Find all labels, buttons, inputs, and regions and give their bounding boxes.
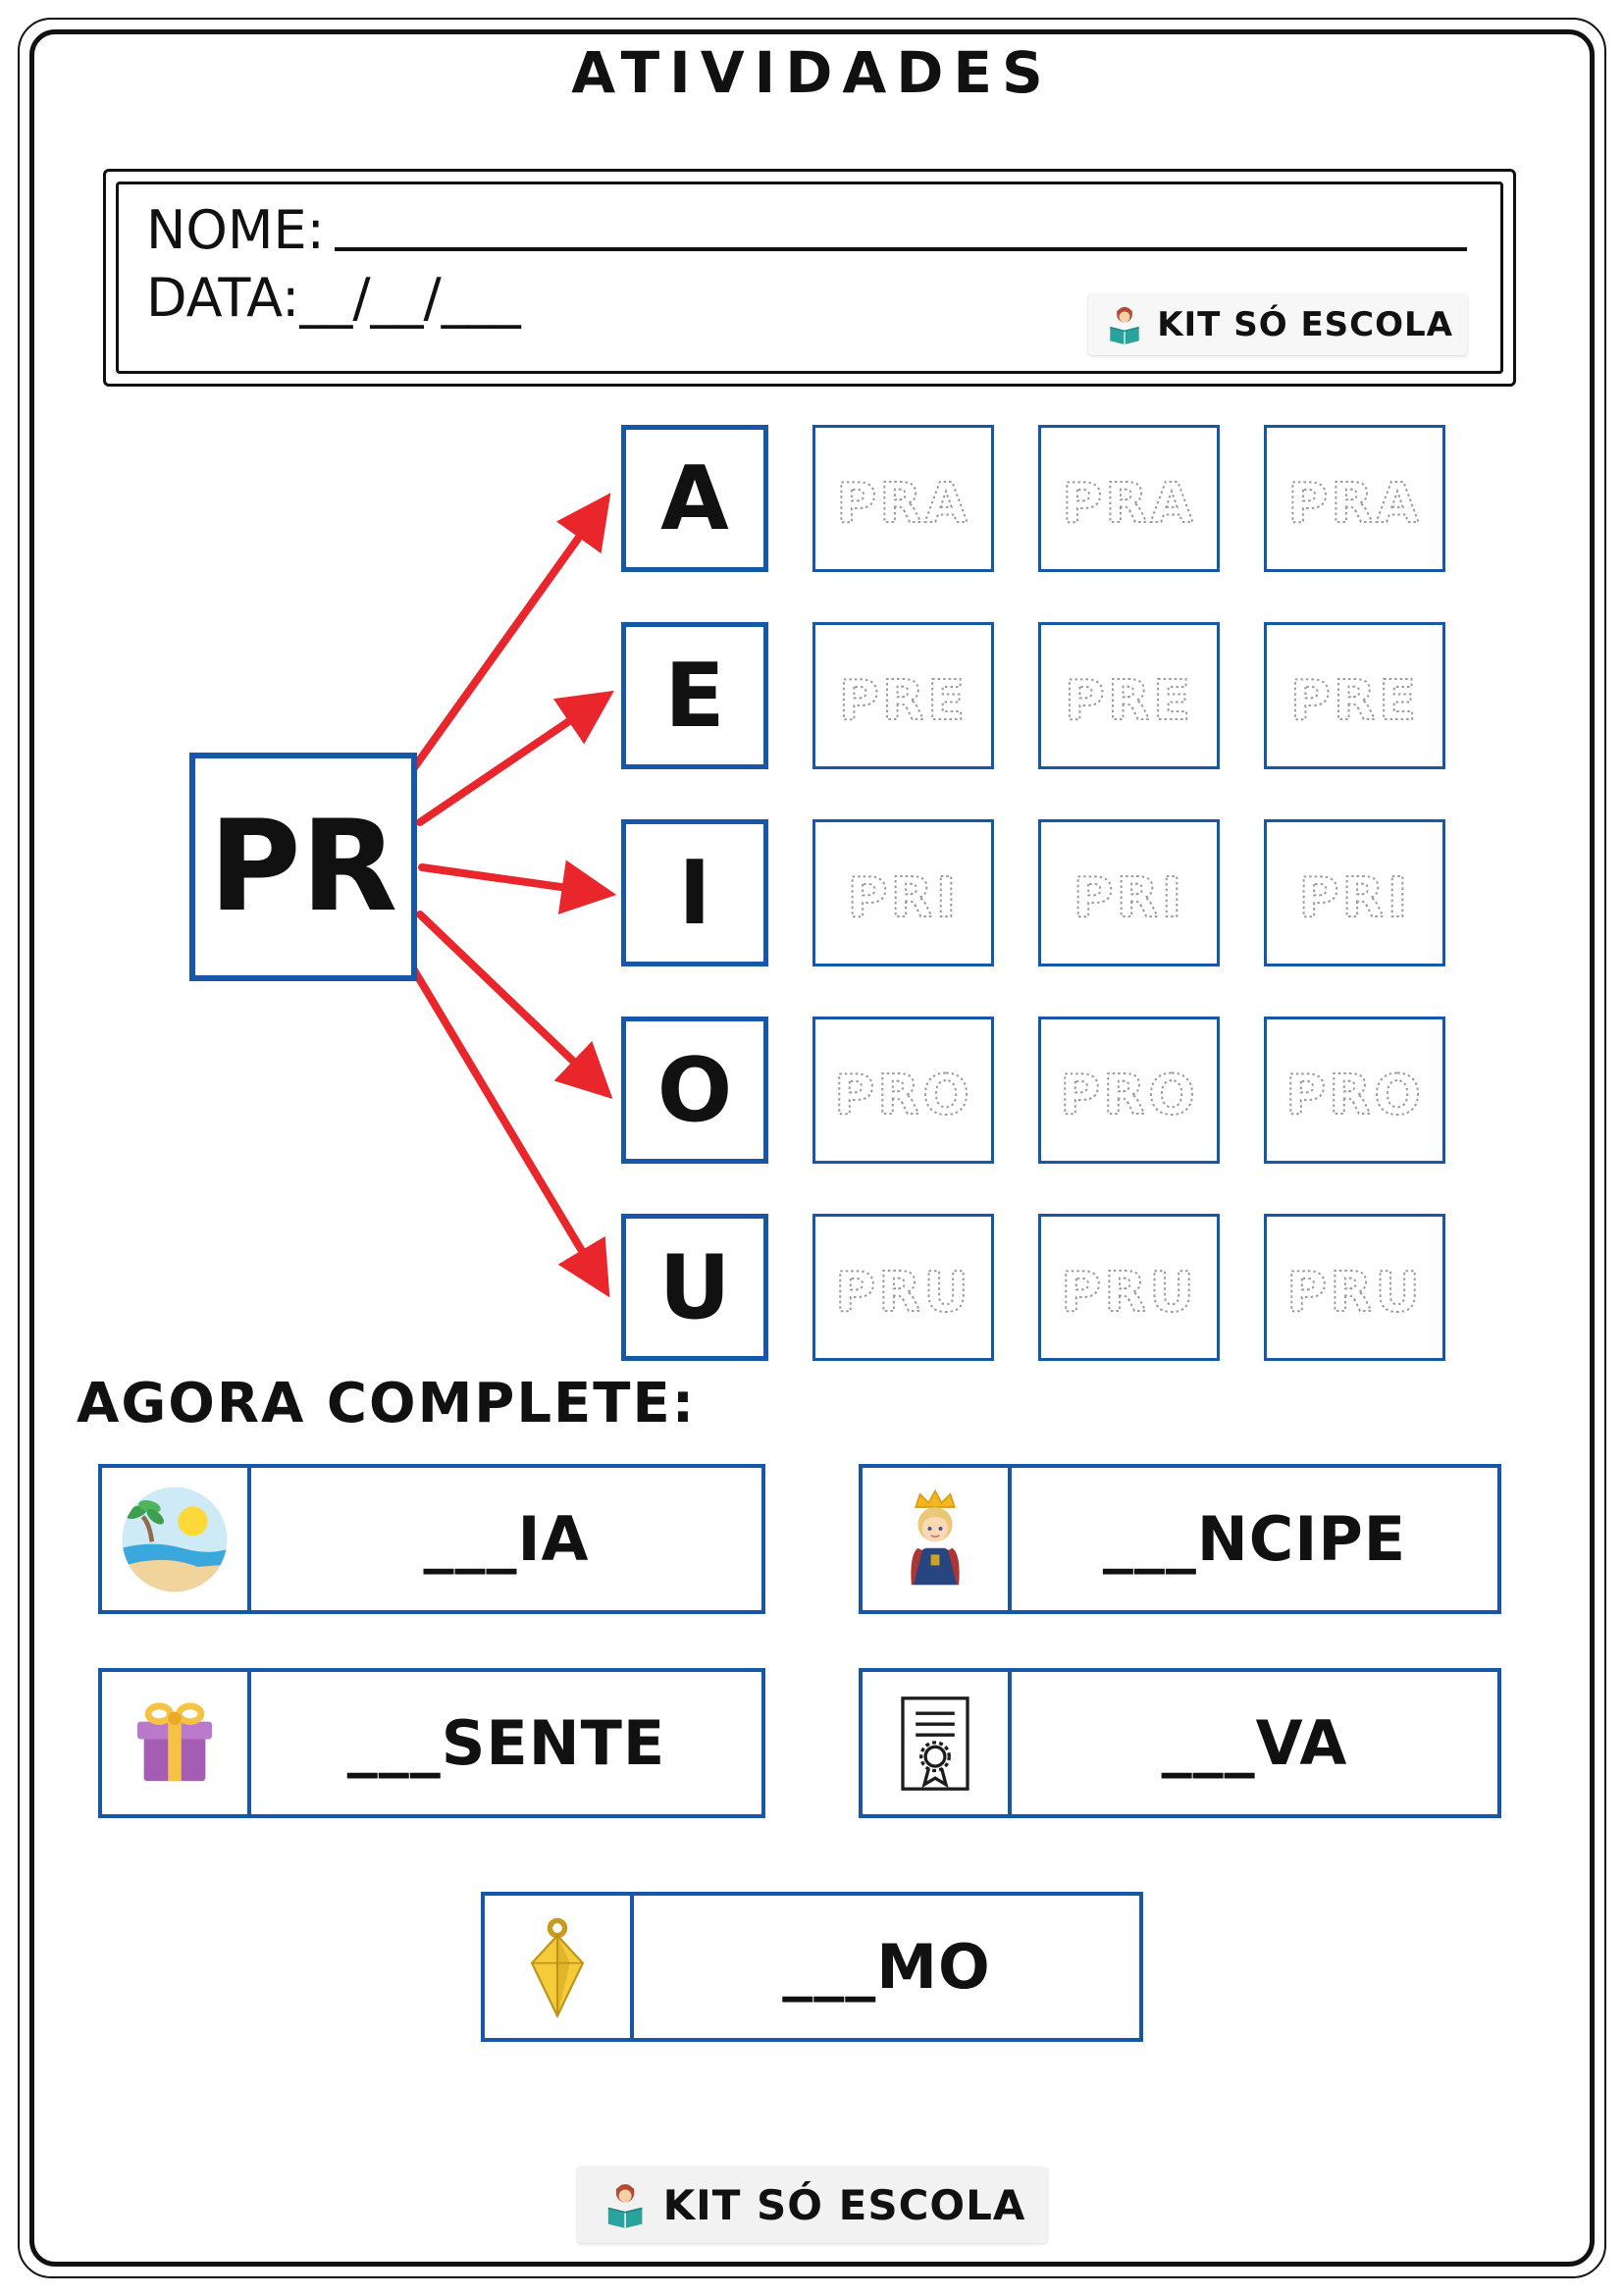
answer-blank[interactable]: ___SENTE [346, 1707, 666, 1779]
prince-icon [863, 1468, 1012, 1610]
syllable-grid: A PRA PRA PRA E PRE PRE PRE I PRI PRI PR… [621, 425, 1445, 1361]
complete-item: ___SENTE [98, 1668, 765, 1818]
vowel-box-a: A [621, 425, 768, 572]
trace-syllable: PRE [839, 669, 968, 733]
trace-syllable: PRA [836, 472, 970, 536]
date-row[interactable]: DATA:__/__/___ [146, 267, 1473, 329]
name-row: NOME: [146, 198, 1473, 261]
trace-box[interactable]: PRA [1264, 425, 1445, 572]
gift-icon [102, 1672, 251, 1814]
arrow-to-e [416, 690, 614, 826]
kid-reading-book-icon [599, 2176, 652, 2233]
trace-syllable: PRI [1299, 866, 1411, 930]
trace-syllable: PRI [848, 866, 960, 930]
vowel-label: A [660, 446, 729, 550]
trace-syllable: PRO [1060, 1064, 1198, 1127]
answer-blank[interactable]: ___IA [423, 1503, 590, 1575]
answer-blank[interactable]: ___MO [782, 1931, 991, 2003]
trace-box[interactable]: PRI [1038, 819, 1220, 966]
trace-box[interactable]: PRE [1264, 622, 1445, 769]
trace-syllable: PRO [834, 1064, 972, 1127]
vowel-box-i: I [621, 819, 768, 966]
date-label: DATA:__/__/___ [146, 267, 521, 329]
trace-box[interactable]: PRA [812, 425, 994, 572]
beach-icon [102, 1468, 251, 1610]
footer-brand-logo: KIT SÓ ESCOLA [576, 2166, 1048, 2243]
complete-item: ___VA [859, 1668, 1501, 1818]
trace-syllable: PRE [1290, 669, 1419, 733]
vowel-label: O [656, 1038, 733, 1142]
name-date-box: NOME: DATA:__/__/___ KIT SÓ E [103, 169, 1516, 387]
trace-syllable: PRE [1065, 669, 1193, 733]
trace-box[interactable]: PRU [1038, 1214, 1220, 1361]
kid-reading-book-icon [1102, 300, 1147, 349]
vowel-box-e: E [621, 622, 768, 769]
vowel-box-u: U [621, 1214, 768, 1361]
answer-blank[interactable]: ___VA [1161, 1707, 1348, 1779]
trace-box[interactable]: PRI [1264, 819, 1445, 966]
trace-box[interactable]: PRU [1264, 1214, 1445, 1361]
arrow-to-a [406, 493, 611, 777]
trace-box[interactable]: PRA [1038, 425, 1220, 572]
arrow-to-u [406, 960, 610, 1298]
complete-item: ___NCIPE [859, 1464, 1501, 1614]
trace-box[interactable]: PRO [1038, 1017, 1220, 1164]
answer-blank[interactable]: ___NCIPE [1102, 1503, 1407, 1575]
name-date-box-inner: NOME: DATA:__/__/___ KIT SÓ E [116, 182, 1503, 374]
trace-syllable: PRU [1061, 1261, 1197, 1325]
page-title: ATIVIDADES [571, 39, 1053, 106]
brand-name: KIT SÓ ESCOLA [1157, 305, 1453, 344]
trace-syllable: PRA [1062, 472, 1196, 536]
trace-syllable: PRA [1287, 472, 1422, 536]
consonant-label: PR [208, 794, 398, 940]
vowel-label: E [664, 644, 725, 748]
trace-box[interactable]: PRE [1038, 622, 1220, 769]
trace-box[interactable]: PRU [812, 1214, 994, 1361]
consonant-box: PR [189, 753, 417, 981]
complete-item: ___MO [481, 1892, 1143, 2042]
trace-box[interactable]: PRO [812, 1017, 994, 1164]
plumb-bob-icon [485, 1896, 634, 2038]
name-label: NOME: [146, 199, 325, 261]
vowel-label: U [658, 1235, 731, 1339]
trace-syllable: PRU [835, 1261, 971, 1325]
brand-logo: KIT SÓ ESCOLA [1088, 294, 1467, 355]
vowel-label: I [678, 841, 711, 945]
arrow-to-o [416, 911, 613, 1099]
trace-box[interactable]: PRO [1264, 1017, 1445, 1164]
name-write-line[interactable] [334, 198, 1467, 251]
complete-heading: AGORA COMPLETE: [77, 1372, 697, 1435]
diploma-icon [863, 1672, 1012, 1814]
arrow-to-i [418, 860, 617, 914]
vowel-box-o: O [621, 1017, 768, 1164]
complete-item: ___IA [98, 1464, 765, 1614]
trace-syllable: PRU [1286, 1261, 1423, 1325]
trace-box[interactable]: PRI [812, 819, 994, 966]
trace-box[interactable]: PRE [812, 622, 994, 769]
trace-syllable: PRO [1285, 1064, 1424, 1127]
trace-syllable: PRI [1074, 866, 1185, 930]
footer-brand-name: KIT SÓ ESCOLA [662, 2180, 1026, 2229]
